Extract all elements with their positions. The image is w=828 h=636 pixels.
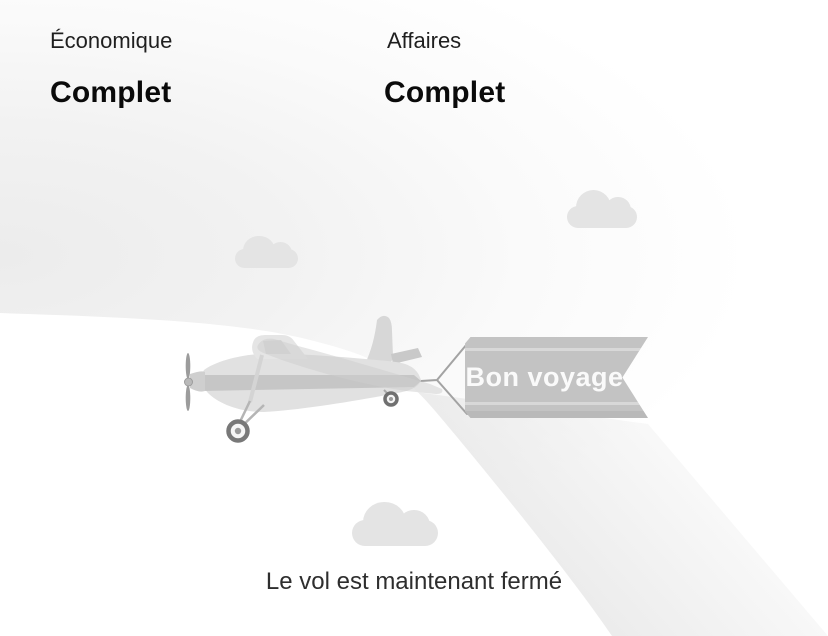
airplane-illustration: [184, 315, 468, 443]
flight-closed-message: Le vol est maintenant fermé: [265, 568, 563, 595]
hill-shape: [0, 313, 612, 636]
tail-wheel-hub: [389, 397, 393, 401]
nose-cone: [190, 371, 205, 392]
cabin-section-business: Affaires Complet: [384, 28, 505, 110]
cabin-name: Économique: [50, 28, 173, 53]
banner-text: Bon voyage: [465, 362, 624, 392]
banner-ropes: [420, 343, 468, 415]
cloud-icon: [235, 236, 298, 268]
cabin-section-economy: Économique Complet: [50, 28, 172, 110]
propeller-blade-top: [185, 353, 191, 379]
wing: [257, 338, 443, 394]
cloud-icon: [567, 190, 637, 228]
main-wheel-hub: [234, 427, 242, 435]
cloud-icon: [352, 502, 438, 546]
cabin-status: Complet: [50, 76, 172, 109]
propeller-hub: [184, 377, 193, 387]
cabin-name: Affaires: [387, 28, 462, 53]
wing-strut: [248, 354, 264, 403]
tail-fin: [365, 315, 393, 364]
light-beam: [402, 390, 828, 636]
cabin-status: Complet: [384, 76, 506, 109]
tail-stabilizer: [391, 348, 422, 364]
banner-flag: Bon voyage: [465, 337, 648, 418]
propeller-blade-bottom: [185, 385, 191, 411]
